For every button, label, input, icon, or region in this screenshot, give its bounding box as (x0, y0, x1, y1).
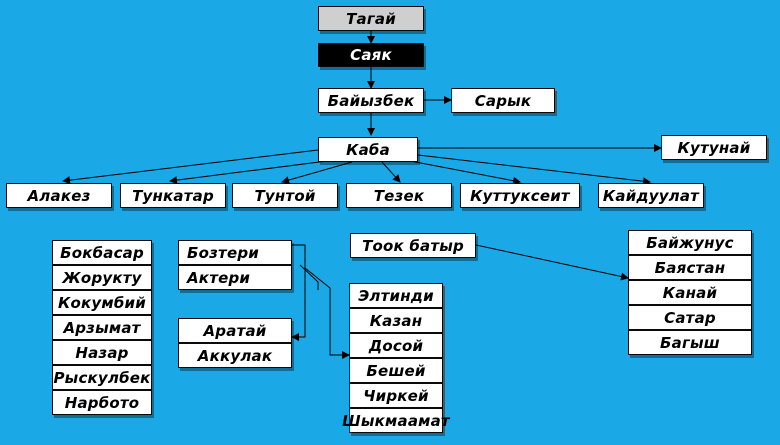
link-kaba-tunkatar (169, 159, 336, 185)
node-bozteri: Бозтери (178, 240, 292, 265)
node-saryk: Сарык (451, 88, 555, 113)
node-zhorukty: Жорукту (52, 265, 152, 290)
node-tuntoi: Тунтой (232, 183, 338, 208)
node-sayak: Саяк (318, 43, 424, 67)
link-kaba-kaiduulat (417, 154, 651, 186)
link-took-baijunus (475, 244, 629, 281)
node-baiyzbek: Байызбек (318, 88, 424, 113)
link-kaba-kuttukseit (404, 159, 521, 185)
node-akteri: Актери (178, 265, 292, 290)
node-tagai: Тагай (318, 6, 424, 31)
node-kokumbii: Кокумбий (52, 290, 152, 315)
node-narboto: Нарбото (52, 390, 152, 415)
node-kaiduulat: Кайдуулат (598, 183, 704, 208)
link-kaba-tezek (381, 161, 401, 183)
node-akkulak: Аккулак (178, 343, 292, 368)
node-kanai: Канай (628, 280, 752, 305)
node-kuttukseit: Куттуксеит (460, 183, 580, 208)
node-eltindi: Элтинди (349, 283, 443, 308)
node-bokbasar: Бокбасар (52, 240, 152, 265)
node-bayastan: Баястан (628, 255, 752, 280)
node-kutunai: Кутунай (661, 135, 767, 160)
node-tezek: Тезек (346, 183, 452, 208)
node-chirkei: Чиркей (349, 383, 443, 408)
node-bagysh: Багыш (628, 330, 752, 355)
node-beshei: Бешей (349, 358, 443, 383)
node-satar: Сатар (628, 305, 752, 330)
node-ryskulbek: Рыскулбек (52, 365, 152, 390)
link-bozteri-aratai (291, 244, 306, 341)
link-akteri-group (304, 267, 350, 359)
link-kaba-alakez (62, 149, 319, 185)
node-aratai: Аратай (178, 318, 292, 343)
node-shykmaamat: Шыкмаамат (342, 408, 450, 433)
node-alakez: Алакез (6, 183, 112, 208)
link-akteri-eltindi (299, 264, 319, 290)
node-dosoi: Досой (349, 333, 443, 358)
link-kaba-tuntoi (281, 161, 353, 184)
node-kaba: Каба (318, 137, 418, 162)
node-baijunus: Байжунус (628, 230, 752, 255)
node-kazan: Казан (349, 308, 443, 333)
node-took-batyr: Тоок батыр (350, 233, 476, 258)
node-arzymat: Арзымат (52, 315, 152, 340)
node-tunkatar: Тункатар (120, 183, 226, 208)
node-nazar: Назар (52, 340, 152, 365)
